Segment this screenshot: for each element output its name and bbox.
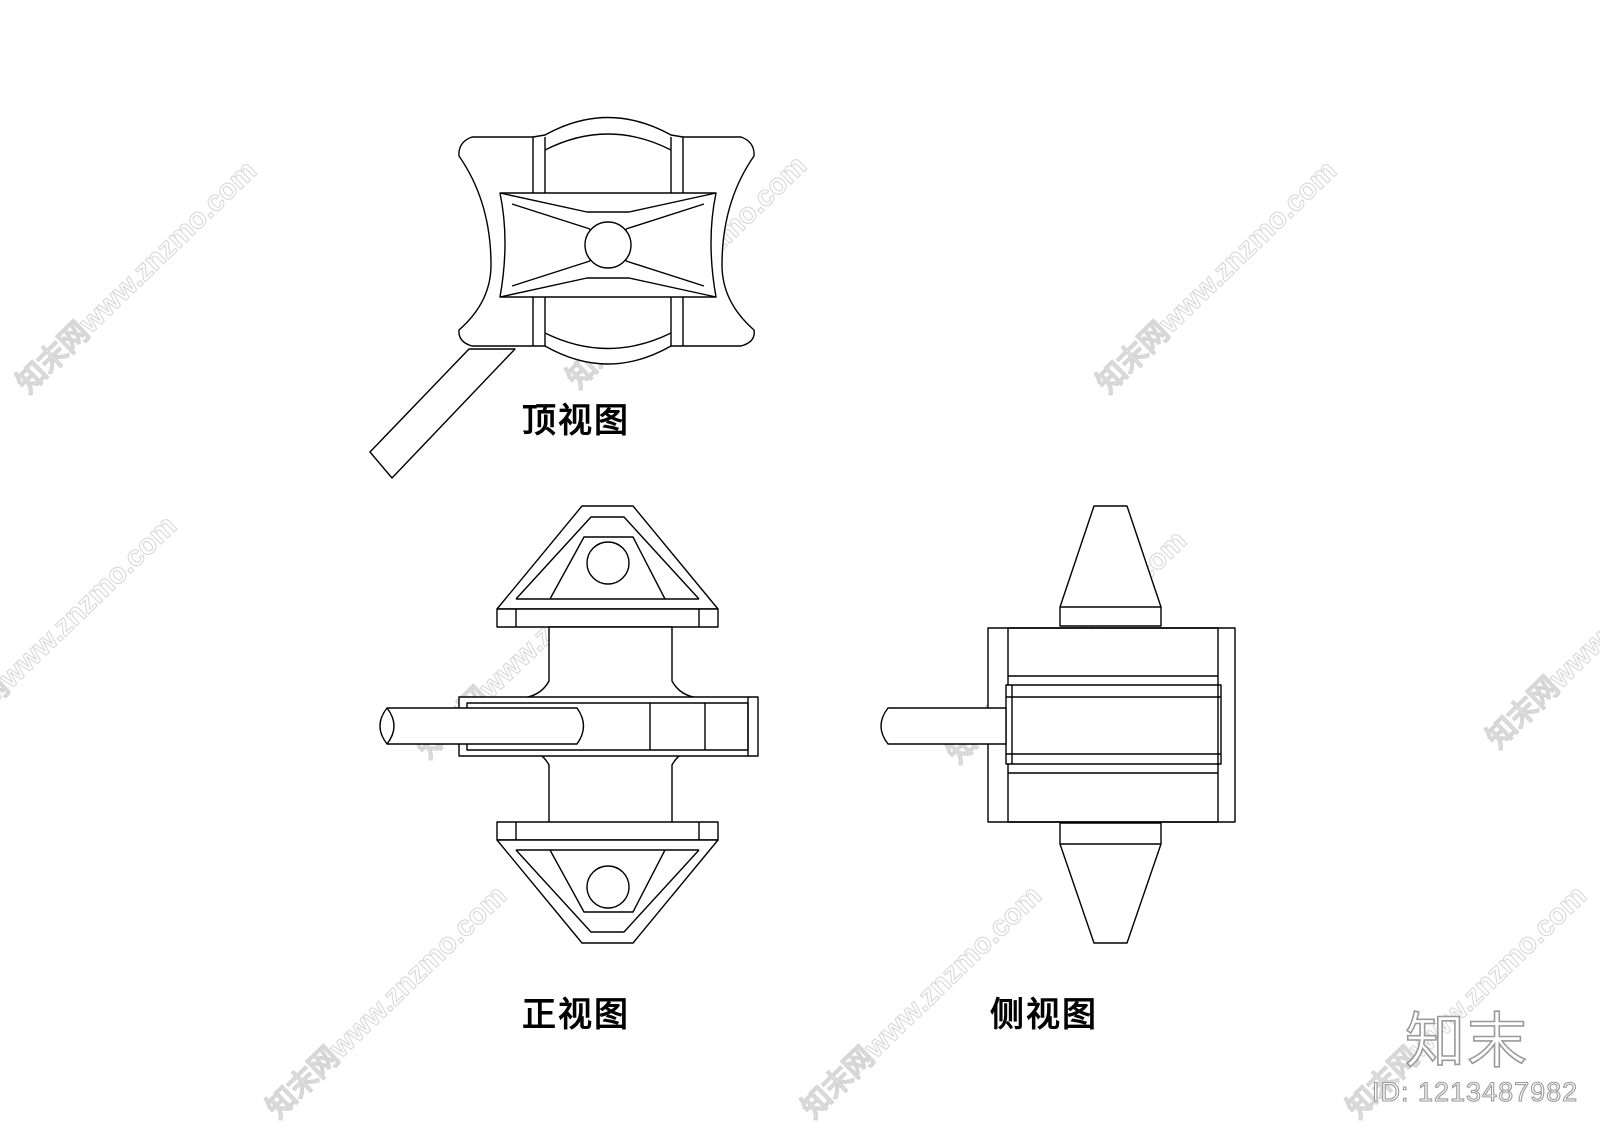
top-view-pin-circle [584, 221, 632, 269]
brand-logo: 知末 [1404, 1006, 1529, 1078]
front-view-upper-hole [586, 541, 630, 585]
top-view-handle [369, 348, 516, 479]
front-view-lower-hole [586, 865, 630, 909]
top-view-label: 顶视图 [522, 401, 630, 441]
side-view-lower-cone [1059, 822, 1162, 944]
front-view-drawing [379, 505, 759, 944]
top-view-drawing [369, 116, 755, 479]
side-view-label: 侧视图 [990, 995, 1098, 1035]
front-view-label: 正视图 [522, 995, 630, 1035]
side-view-upper-cone [1059, 505, 1162, 627]
side-view-drawing [880, 505, 1236, 944]
side-view-handle-rod [880, 707, 1007, 745]
brand-id: ID: 1213487982 [1371, 1076, 1579, 1107]
front-view-handle-rod [379, 707, 585, 745]
